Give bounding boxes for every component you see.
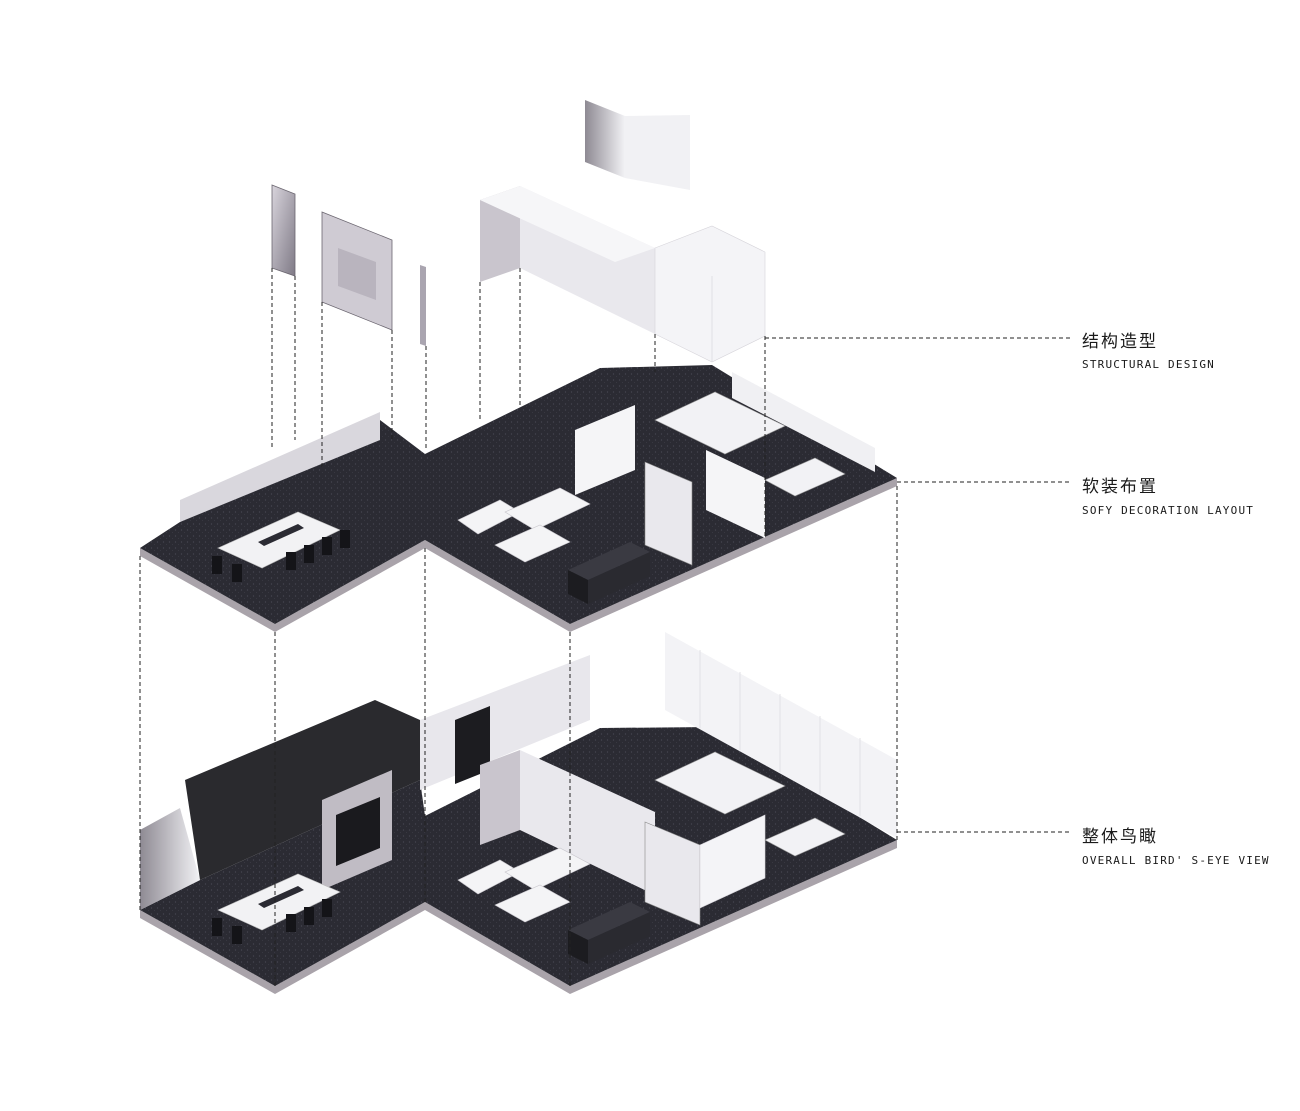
low-partition-front bbox=[480, 750, 520, 845]
soft-label-en: SOFY DECORATION LAYOUT bbox=[1082, 504, 1255, 517]
white-cube-front bbox=[654, 225, 766, 363]
low-curtain-wall bbox=[665, 632, 897, 838]
mid-island-side bbox=[588, 552, 650, 604]
structural-layer bbox=[271, 100, 766, 363]
mid-sofa-group bbox=[457, 487, 591, 563]
partition-wall-top bbox=[480, 186, 655, 262]
low-island-side bbox=[588, 912, 650, 964]
soft-decoration-layer bbox=[140, 365, 897, 632]
mid-side-cabinet bbox=[732, 372, 875, 472]
mid-workstations bbox=[654, 391, 846, 497]
structural-label-en: STRUCTURAL DESIGN bbox=[1082, 358, 1215, 371]
low-tv-screen bbox=[336, 797, 380, 866]
structural-label-zh: 结构造型 bbox=[1082, 332, 1158, 352]
mid-table-slot bbox=[258, 524, 304, 546]
mid-floor-edge bbox=[140, 478, 897, 632]
low-conference-table bbox=[217, 873, 341, 931]
leader-lines bbox=[765, 337, 1070, 833]
overall-layer bbox=[140, 632, 897, 994]
column-box-1 bbox=[585, 100, 625, 178]
mid-island-front bbox=[568, 570, 588, 604]
overall-label-en: OVERALL BIRD' S-EYE VIEW bbox=[1082, 854, 1270, 867]
mid-back-wall bbox=[180, 412, 380, 522]
low-island-top bbox=[568, 902, 650, 940]
mid-island-top bbox=[568, 542, 650, 580]
low-dark-wall bbox=[185, 700, 420, 880]
low-white-cube bbox=[699, 814, 766, 909]
low-curtain-lines bbox=[699, 650, 861, 816]
wall-panel-2-inset bbox=[338, 248, 376, 300]
mid-shelving bbox=[644, 461, 693, 566]
column-box-2 bbox=[625, 115, 690, 190]
low-sofa-group bbox=[457, 847, 591, 923]
mid-partition bbox=[575, 405, 635, 495]
low-partition-side bbox=[520, 750, 655, 895]
wall-panel-1 bbox=[271, 184, 296, 277]
low-floor-edge bbox=[140, 840, 897, 994]
mid-white-partition bbox=[706, 450, 765, 538]
wall-post bbox=[420, 265, 426, 346]
low-left-wall bbox=[140, 808, 200, 910]
low-chairs bbox=[212, 899, 332, 944]
alignment-dashes bbox=[139, 268, 898, 986]
low-island-front bbox=[568, 930, 588, 964]
soft-label-zh: 软装布置 bbox=[1082, 477, 1158, 497]
low-workstations bbox=[654, 751, 846, 857]
low-table-slot bbox=[258, 886, 304, 908]
low-shelving bbox=[644, 821, 701, 926]
low-glass-door bbox=[455, 706, 490, 784]
overall-label-zh: 整体鸟瞰 bbox=[1082, 827, 1158, 847]
mid-chairs bbox=[212, 530, 350, 582]
